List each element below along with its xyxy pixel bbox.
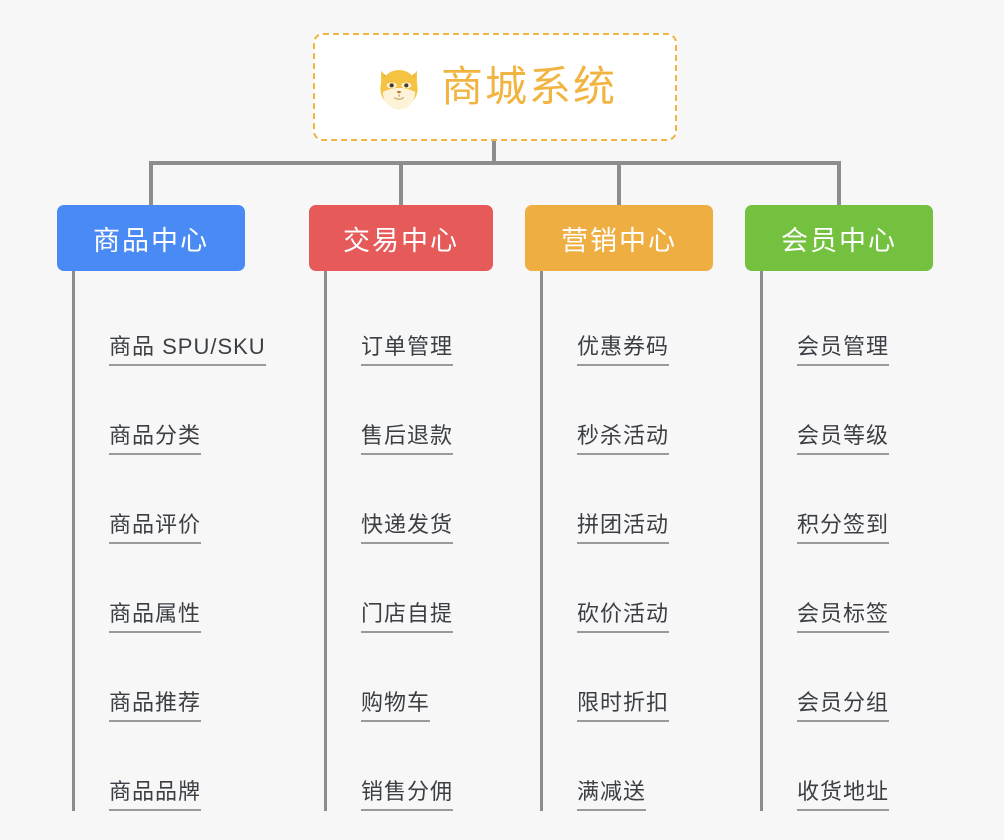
connector-root-stem — [492, 141, 496, 165]
category-header-label: 交易中心 — [343, 225, 459, 256]
leaf-label: 会员标签 — [797, 601, 890, 633]
list-item[interactable]: 销售分佣 — [327, 722, 493, 811]
leaf-label: 订单管理 — [361, 334, 454, 366]
root-node[interactable]: 商城系统 — [313, 33, 677, 141]
list-item[interactable]: 商品品牌 — [75, 722, 245, 811]
list-item[interactable]: 秒杀活动 — [543, 366, 713, 455]
leaf-list-marketing: 优惠券码 秒杀活动 拼团活动 砍价活动 限时折扣 满减送 — [540, 271, 713, 811]
leaf-label: 满减送 — [577, 779, 647, 811]
branch-column-marketing: 营销中心 优惠券码 秒杀活动 拼团活动 砍价活动 限时折扣 满减送 — [525, 205, 713, 811]
leaf-list-product: 商品 SPU/SKU 商品分类 商品评价 商品属性 商品推荐 商品品牌 — [72, 271, 266, 811]
category-header-member[interactable]: 会员中心 — [745, 205, 933, 271]
category-header-label: 会员中心 — [781, 225, 897, 256]
leaf-label: 收货地址 — [797, 779, 890, 811]
connector-drop-0 — [149, 161, 153, 207]
category-header-trade[interactable]: 交易中心 — [309, 205, 493, 271]
leaf-label: 门店自提 — [361, 601, 454, 633]
category-header-marketing[interactable]: 营销中心 — [525, 205, 713, 271]
list-item[interactable]: 购物车 — [327, 633, 493, 722]
list-item[interactable]: 砍价活动 — [543, 544, 713, 633]
list-item[interactable]: 会员标签 — [763, 544, 933, 633]
leaf-label: 商品品牌 — [109, 779, 202, 811]
leaf-label: 限时折扣 — [577, 690, 670, 722]
list-item[interactable]: 商品 SPU/SKU — [75, 277, 266, 366]
list-item[interactable]: 商品分类 — [75, 366, 245, 455]
list-item[interactable]: 订单管理 — [327, 277, 493, 366]
connector-drop-2 — [617, 161, 621, 207]
connector-drop-3 — [837, 161, 841, 207]
shiba-dog-face-icon — [380, 69, 418, 110]
connector-horizontal-bus — [149, 161, 841, 165]
leaf-label: 销售分佣 — [361, 779, 454, 811]
branch-column-product: 商品中心 商品 SPU/SKU 商品分类 商品评价 商品属性 商品推荐 商品品牌 — [57, 205, 266, 811]
list-item[interactable]: 商品评价 — [75, 455, 245, 544]
root-title: 商城系统 — [440, 63, 617, 110]
leaf-label: 商品 SPU/SKU — [109, 334, 266, 366]
list-item[interactable]: 商品推荐 — [75, 633, 245, 722]
list-item[interactable]: 快递发货 — [327, 455, 493, 544]
leaf-label: 砍价活动 — [577, 601, 670, 633]
list-item[interactable]: 会员分组 — [763, 633, 933, 722]
list-item[interactable]: 会员管理 — [763, 277, 933, 366]
leaf-list-trade: 订单管理 售后退款 快递发货 门店自提 购物车 销售分佣 — [324, 271, 493, 811]
leaf-label: 会员管理 — [797, 334, 890, 366]
leaf-label: 商品推荐 — [109, 690, 202, 722]
list-item[interactable]: 积分签到 — [763, 455, 933, 544]
list-item[interactable]: 会员等级 — [763, 366, 933, 455]
leaf-label: 优惠券码 — [577, 334, 670, 366]
leaf-label: 商品分类 — [109, 423, 202, 455]
category-header-product[interactable]: 商品中心 — [57, 205, 245, 271]
list-item[interactable]: 售后退款 — [327, 366, 493, 455]
leaf-label: 会员等级 — [797, 423, 890, 455]
leaf-label: 积分签到 — [797, 512, 890, 544]
branch-column-member: 会员中心 会员管理 会员等级 积分签到 会员标签 会员分组 收货地址 — [745, 205, 933, 811]
leaf-label: 拼团活动 — [577, 512, 670, 544]
leaf-label: 快递发货 — [361, 512, 454, 544]
leaf-label: 售后退款 — [361, 423, 454, 455]
leaf-label: 秒杀活动 — [577, 423, 670, 455]
branch-column-trade: 交易中心 订单管理 售后退款 快递发货 门店自提 购物车 销售分佣 — [309, 205, 493, 811]
category-header-label: 商品中心 — [93, 225, 209, 256]
leaf-label: 商品属性 — [109, 601, 202, 633]
leaf-label: 会员分组 — [797, 690, 890, 722]
list-item[interactable]: 限时折扣 — [543, 633, 713, 722]
list-item[interactable]: 门店自提 — [327, 544, 493, 633]
list-item[interactable]: 优惠券码 — [543, 277, 713, 366]
list-item[interactable]: 收货地址 — [763, 722, 933, 811]
leaf-label: 购物车 — [361, 690, 431, 722]
list-item[interactable]: 满减送 — [543, 722, 713, 811]
connector-drop-1 — [399, 161, 403, 207]
list-item[interactable]: 商品属性 — [75, 544, 245, 633]
list-item[interactable]: 拼团活动 — [543, 455, 713, 544]
leaf-list-member: 会员管理 会员等级 积分签到 会员标签 会员分组 收货地址 — [760, 271, 933, 811]
category-header-label: 营销中心 — [561, 225, 677, 256]
leaf-label: 商品评价 — [109, 512, 202, 544]
